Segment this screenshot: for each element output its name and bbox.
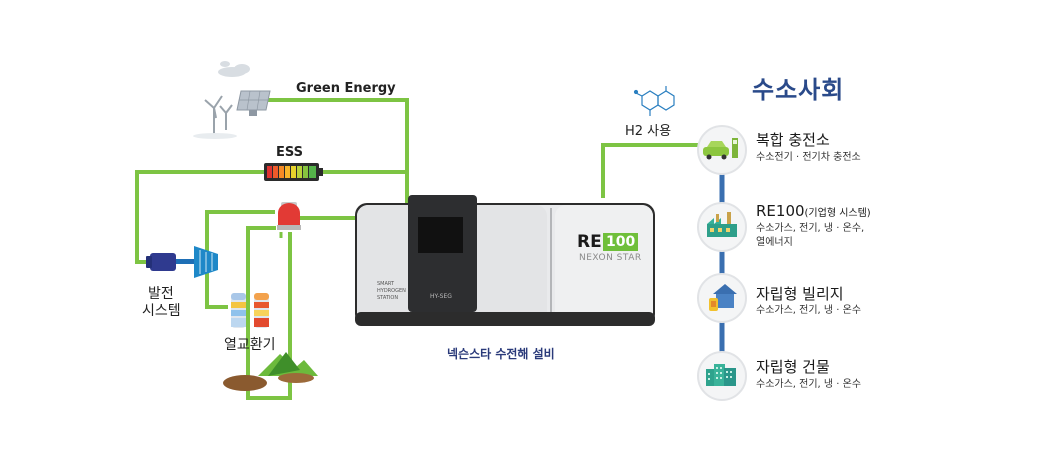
device-caption: 넥슨스타 수전해 설비: [447, 347, 555, 361]
node-title-village: 자립형 빌리지: [756, 285, 844, 303]
h2-use-line: [601, 143, 700, 198]
heat-exchanger-icon: [231, 293, 269, 328]
node-title-charging-station: 복합 충전소: [756, 131, 830, 149]
power-system-label-line1: 발전: [148, 286, 174, 302]
power-to-exchanger-line: [205, 210, 275, 262]
device-label-station: STATION: [377, 295, 399, 301]
node-desc-re100-line2: 열에너지: [756, 237, 793, 248]
node-title-building: 자립형 건물: [756, 358, 830, 376]
node-desc-building: 수소가스, 전기, 냉 · 온수: [756, 379, 862, 390]
h2-use-label: H2 사용: [625, 124, 672, 139]
solar-panel-icon: [193, 90, 271, 139]
brand-label: NEXON STAR: [579, 253, 642, 263]
power-system-label-line2: 시스템: [142, 303, 181, 319]
hydrogen-station-device: [355, 195, 655, 326]
node-title-re100-sub: (기업형 시스템): [804, 208, 871, 219]
re100-badge: 100: [603, 233, 639, 251]
ess-to-power-line: [135, 170, 264, 264]
generator-icon: [146, 246, 218, 278]
node-desc-re100-line1: 수소가스, 전기, 냉 · 온수,: [756, 223, 865, 234]
battery-icon: [264, 163, 323, 181]
device-label-smart: SMART: [377, 281, 395, 287]
hydrogen-society-title: 수소사회: [752, 76, 845, 104]
village-house-icon: [709, 284, 737, 311]
green-energy-label: Green Energy: [296, 81, 396, 96]
green-energy-line: [260, 98, 409, 203]
ess-label: ESS: [276, 145, 304, 160]
wind-turbine-icon: [204, 95, 233, 135]
device-model-label: HY-SEG: [430, 293, 452, 300]
hills-icon: [223, 352, 318, 391]
device-label-hydrogen: HYDROGEN: [377, 288, 406, 294]
exchanger-loop-line: [205, 262, 228, 309]
building-icon: [706, 364, 736, 386]
connection-lines: [135, 98, 700, 400]
boiler-down-line: [246, 226, 292, 400]
node-title-re100: RE100(기업형 시스템): [756, 202, 871, 220]
node-desc-charging-station: 수소전기 · 전기차 충전소: [756, 152, 861, 163]
re-text: RE: [577, 232, 602, 252]
boiler-icon: [277, 202, 301, 238]
car-charging-icon: [703, 138, 738, 160]
molecule-icon: [633, 86, 675, 116]
node-desc-village: 수소가스, 전기, 냉 · 온수: [756, 305, 862, 316]
heat-exchanger-label: 열교환기: [224, 337, 276, 353]
cloud-icon: [218, 61, 250, 77]
factory-icon: [707, 212, 737, 237]
